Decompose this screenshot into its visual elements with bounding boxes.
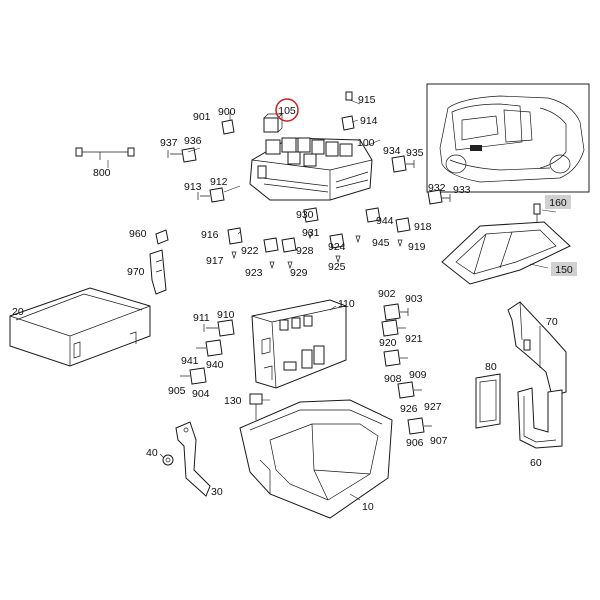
label-925[interactable]: 925 bbox=[328, 261, 346, 273]
label-903[interactable]: 903 bbox=[405, 293, 423, 305]
label-917[interactable]: 917 bbox=[206, 255, 224, 267]
label-920[interactable]: 920 bbox=[379, 337, 397, 349]
label-931[interactable]: 931 bbox=[302, 227, 320, 239]
label-915[interactable]: 915 bbox=[358, 94, 376, 106]
label-913[interactable]: 913 bbox=[184, 181, 202, 193]
label-941[interactable]: 941 bbox=[181, 355, 199, 367]
label-922[interactable]: 922 bbox=[241, 245, 259, 257]
cable-800 bbox=[75, 147, 135, 160]
tag-box-160 bbox=[545, 195, 571, 209]
connector-pins-top bbox=[167, 91, 451, 270]
label-914[interactable]: 914 bbox=[360, 115, 378, 127]
label-940[interactable]: 940 bbox=[206, 359, 224, 371]
label-70[interactable]: 70 bbox=[546, 316, 558, 328]
label-905[interactable]: 905 bbox=[168, 385, 186, 397]
tag-box-150 bbox=[551, 262, 577, 276]
label-960[interactable]: 960 bbox=[129, 228, 147, 240]
bracket-970 bbox=[149, 229, 169, 295]
fuse-relay-box bbox=[249, 137, 373, 201]
label-30[interactable]: 30 bbox=[211, 486, 223, 498]
housing-10 bbox=[239, 399, 393, 519]
label-908[interactable]: 908 bbox=[384, 373, 402, 385]
label-900[interactable]: 900 bbox=[218, 106, 236, 118]
label-919[interactable]: 919 bbox=[408, 241, 426, 253]
part-labels: 105 900 901 915 914 100 937 936 934 935 … bbox=[12, 94, 577, 513]
label-937[interactable]: 937 bbox=[160, 137, 178, 149]
label-60[interactable]: 60 bbox=[530, 457, 542, 469]
label-944[interactable]: 944 bbox=[376, 215, 394, 227]
label-10[interactable]: 10 bbox=[362, 501, 374, 513]
label-933[interactable]: 933 bbox=[453, 184, 471, 196]
label-909[interactable]: 909 bbox=[409, 369, 427, 381]
label-906[interactable]: 906 bbox=[406, 437, 424, 449]
label-40[interactable]: 40 bbox=[146, 447, 158, 459]
label-150[interactable]: 150 bbox=[555, 264, 573, 276]
label-916[interactable]: 916 bbox=[201, 229, 219, 241]
label-945[interactable]: 945 bbox=[372, 237, 390, 249]
leader-lines bbox=[107, 99, 557, 501]
label-935[interactable]: 935 bbox=[406, 147, 424, 159]
label-907[interactable]: 907 bbox=[430, 435, 448, 447]
label-926[interactable]: 926 bbox=[400, 403, 418, 415]
relay-105 bbox=[263, 98, 299, 133]
cover-plate-150 bbox=[441, 203, 571, 285]
label-930[interactable]: 930 bbox=[296, 209, 314, 221]
side-panels bbox=[475, 301, 567, 449]
label-902[interactable]: 902 bbox=[378, 288, 396, 300]
label-110[interactable]: 110 bbox=[338, 298, 355, 310]
label-923[interactable]: 923 bbox=[245, 267, 263, 279]
label-928[interactable]: 928 bbox=[296, 245, 314, 257]
label-105[interactable]: 105 bbox=[278, 105, 296, 117]
label-936[interactable]: 936 bbox=[184, 135, 202, 147]
sam-module-110 bbox=[251, 299, 347, 389]
fasteners bbox=[162, 393, 263, 497]
label-901[interactable]: 901 bbox=[193, 111, 211, 123]
vehicle-locator-inset bbox=[426, 83, 590, 193]
highlight-ring-105 bbox=[275, 98, 299, 122]
connector-pins-mid bbox=[180, 303, 432, 435]
label-904[interactable]: 904 bbox=[192, 388, 210, 400]
label-80[interactable]: 80 bbox=[485, 361, 497, 373]
label-910[interactable]: 910 bbox=[217, 309, 235, 321]
label-800[interactable]: 800 bbox=[93, 167, 111, 179]
label-970[interactable]: 970 bbox=[127, 266, 145, 278]
label-100[interactable]: 100 bbox=[357, 137, 375, 149]
label-20[interactable]: 20 bbox=[12, 306, 24, 318]
label-130[interactable]: 130 bbox=[224, 395, 242, 407]
label-911[interactable]: 911 bbox=[193, 312, 210, 324]
label-912[interactable]: 912 bbox=[210, 176, 228, 188]
label-918[interactable]: 918 bbox=[414, 221, 432, 233]
label-929[interactable]: 929 bbox=[290, 267, 308, 279]
label-932[interactable]: 932 bbox=[428, 182, 446, 194]
label-924[interactable]: 924 bbox=[328, 241, 346, 253]
label-160[interactable]: 160 bbox=[549, 197, 567, 209]
control-unit-20 bbox=[9, 287, 151, 367]
label-921[interactable]: 921 bbox=[405, 333, 423, 345]
label-927[interactable]: 927 bbox=[424, 401, 442, 413]
label-934[interactable]: 934 bbox=[383, 145, 401, 157]
